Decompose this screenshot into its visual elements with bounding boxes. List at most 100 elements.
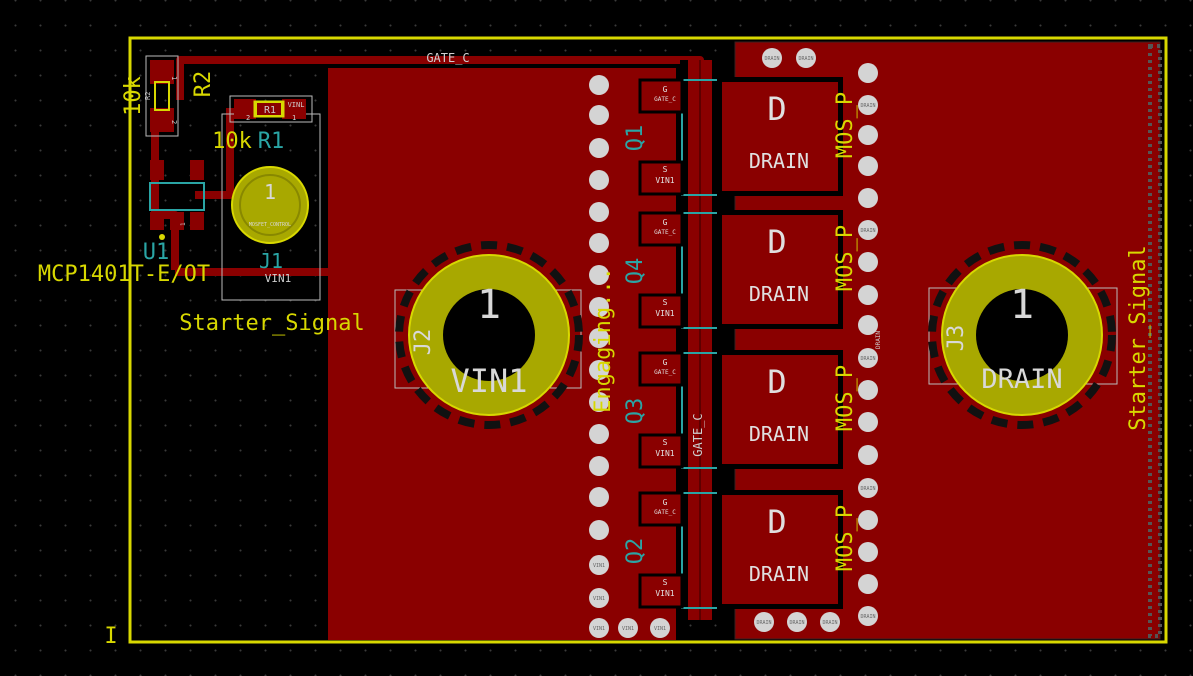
- r2-pad-1[interactable]: [150, 60, 174, 84]
- via-drain-bottom-1-label: DRAIN: [789, 620, 804, 626]
- u1-pad-c[interactable]: [150, 212, 164, 230]
- via-vin-bottom-1[interactable]: [650, 618, 670, 638]
- via-vin-14[interactable]: [589, 520, 609, 540]
- drain-tiny-label: DRAIN: [875, 331, 882, 349]
- via-drain-1[interactable]: [858, 95, 878, 115]
- via-drain-top-1[interactable]: [796, 48, 816, 68]
- resistor-r1[interactable]: R1 2 1 VINL 10k R1: [212, 95, 313, 154]
- via-drain-9[interactable]: [858, 348, 878, 368]
- mosfet-g-label: G: [663, 358, 668, 367]
- via-drain-bottom-0[interactable]: [754, 612, 774, 632]
- mosfet-s-label: S: [663, 165, 668, 174]
- via-vin-1[interactable]: [589, 105, 609, 125]
- j3-starter-label: Starter_Signal: [1126, 245, 1151, 430]
- u1-pad-d[interactable]: [170, 212, 184, 230]
- u1-pad-b[interactable]: [190, 160, 204, 180]
- via-drain-17[interactable]: [858, 606, 878, 626]
- via-vin-11[interactable]: [589, 424, 609, 444]
- via-drain-top-0[interactable]: [762, 48, 782, 68]
- via-drain-2[interactable]: [858, 125, 878, 145]
- r2-value: 10k: [121, 76, 146, 116]
- via-drain-4[interactable]: [858, 188, 878, 208]
- r2-pin-1: 1: [170, 76, 178, 80]
- via-vin-13[interactable]: [589, 487, 609, 507]
- resistor-r2[interactable]: 1 2 R2 10k R2: [121, 55, 216, 137]
- via-drain-14[interactable]: [858, 510, 878, 530]
- mosfet-gate-net: GATE_C: [654, 96, 676, 103]
- via-vin-3[interactable]: [589, 170, 609, 190]
- via-vin-2[interactable]: [589, 138, 609, 158]
- via-vin-6[interactable]: [589, 265, 609, 285]
- mosfet-drain-net: DRAIN: [749, 422, 809, 446]
- r1-pin-1: 1: [292, 114, 296, 122]
- via-drain-0[interactable]: [858, 63, 878, 83]
- mosfet-g-label: G: [663, 218, 668, 227]
- mosfet-source-pad[interactable]: [638, 433, 684, 469]
- connector-j3[interactable]: 1 DRAIN J3 Starter_Signal: [928, 241, 1151, 431]
- via-vin-5[interactable]: [589, 233, 609, 253]
- mosfet-source-pad[interactable]: [638, 573, 684, 609]
- via-drain-11[interactable]: [858, 412, 878, 432]
- mosfet-gate-pad[interactable]: [638, 351, 684, 387]
- mosfet-gate-pad[interactable]: [638, 211, 684, 247]
- via-vin-16[interactable]: [589, 588, 609, 608]
- via-drain-6[interactable]: [858, 252, 878, 272]
- r2-fab: R2: [144, 92, 152, 100]
- mosfet-gate-pad[interactable]: [638, 78, 684, 114]
- via-vin-4[interactable]: [589, 202, 609, 222]
- via-vin-10[interactable]: [589, 392, 609, 412]
- via-drain-3[interactable]: [858, 156, 878, 176]
- r1-pad-1[interactable]: [282, 99, 306, 119]
- r1-pad-2[interactable]: [234, 99, 256, 119]
- via-drain-8[interactable]: [858, 315, 878, 335]
- via-vin-bottom-0[interactable]: [618, 618, 638, 638]
- ic-u1[interactable]: 1 U1 MCP1401T-E/OT: [38, 160, 210, 287]
- via-drain-7[interactable]: [858, 285, 878, 305]
- via-vin-12[interactable]: [589, 456, 609, 476]
- via-vin-8[interactable]: [589, 328, 609, 348]
- via-drain-16[interactable]: [858, 574, 878, 594]
- via-drain-12[interactable]: [858, 445, 878, 465]
- via-drain-13[interactable]: [858, 478, 878, 498]
- mosfet-drain-net: DRAIN: [749, 149, 809, 173]
- via-vin-7[interactable]: [589, 297, 609, 317]
- starter-signal-label: Starter_Signal: [179, 311, 364, 336]
- via-drain-bottom-2[interactable]: [820, 612, 840, 632]
- j1-control-net: MOSFET_CONTROL: [249, 222, 291, 228]
- via-drain-5[interactable]: [858, 220, 878, 240]
- via-vin-0[interactable]: [589, 75, 609, 95]
- mosfet-value: MOS_P: [833, 92, 858, 158]
- mosfet-source-pad[interactable]: [638, 160, 684, 196]
- via-drain-10[interactable]: [858, 380, 878, 400]
- mosfet-gate-pad[interactable]: [638, 491, 684, 527]
- mosfet-drain-fill: [722, 355, 838, 464]
- via-vin-bottom-2[interactable]: [589, 618, 609, 638]
- mosfet-source-pad[interactable]: [638, 293, 684, 329]
- mosfet-ref: Q3: [623, 398, 648, 425]
- via-vin-15[interactable]: [589, 555, 609, 575]
- r2-pad-2[interactable]: [150, 108, 174, 132]
- via-vin-bottom-1-label: VIN1: [654, 626, 666, 632]
- u1-pad-a[interactable]: [150, 160, 164, 180]
- u1-pin: 1: [180, 222, 187, 226]
- via-vin-9[interactable]: [589, 360, 609, 380]
- via-drain-bottom-1[interactable]: [787, 612, 807, 632]
- j1-pin-number: 1: [264, 180, 276, 204]
- j1-pad[interactable]: [231, 166, 309, 244]
- u1-pad-e[interactable]: [190, 212, 204, 230]
- mosfet-ref: Q2: [623, 538, 648, 565]
- j3-net-label: DRAIN: [981, 364, 1062, 395]
- gate-trace-r1[interactable]: [195, 108, 234, 199]
- r2-pin-2: 2: [170, 120, 178, 124]
- j3-pin-number: 1: [1010, 282, 1034, 328]
- connector-j2[interactable]: 1 VIN1 J2: [394, 241, 583, 429]
- gate-bus-label: GATE_C: [691, 413, 705, 456]
- mosfet-source-net: VIN1: [655, 176, 674, 185]
- via-drain-15[interactable]: [858, 542, 878, 562]
